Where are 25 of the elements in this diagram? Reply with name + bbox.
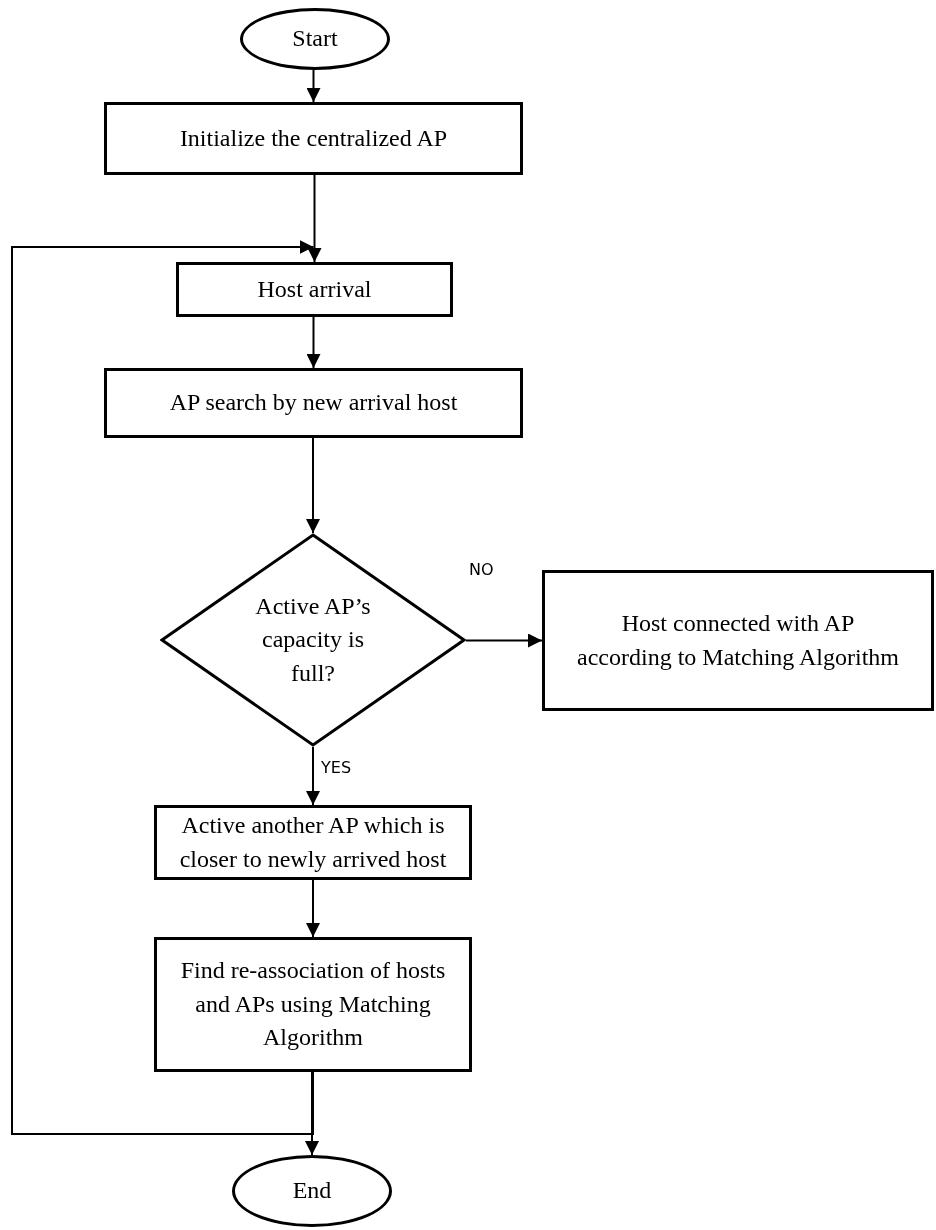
arrow bbox=[306, 316, 321, 369]
arrow bbox=[307, 174, 322, 263]
node-text: Find re-association of hosts and APs using Matching Algorithm bbox=[179, 956, 447, 1053]
process-box bbox=[154, 937, 472, 1072]
arrow bbox=[465, 633, 543, 648]
arrow bbox=[305, 1071, 319, 1156]
arrow bbox=[306, 746, 320, 806]
decision-diamond bbox=[160, 533, 466, 747]
process-box bbox=[154, 805, 472, 880]
arrow bbox=[306, 437, 320, 534]
node-text: Host connected with AP according to Matching Algorithm bbox=[576, 608, 900, 672]
arrow bbox=[306, 69, 321, 103]
arrow bbox=[306, 879, 320, 938]
node-text: AP search by new arrival host bbox=[168, 388, 459, 418]
process-box bbox=[104, 368, 523, 438]
process-box bbox=[542, 570, 934, 711]
node-text: End bbox=[291, 1176, 333, 1206]
process-box bbox=[104, 102, 523, 175]
node-text: Active AP’s capacity is full? bbox=[254, 591, 372, 688]
node-text: Host arrival bbox=[256, 274, 373, 304]
arrow bbox=[11, 240, 315, 1135]
node-text: Active another AP which is closer to newly arrived host bbox=[178, 810, 448, 874]
node-text: Initialize the centralized AP bbox=[178, 123, 449, 153]
process-box bbox=[176, 262, 453, 317]
node-text: Start bbox=[291, 24, 339, 54]
